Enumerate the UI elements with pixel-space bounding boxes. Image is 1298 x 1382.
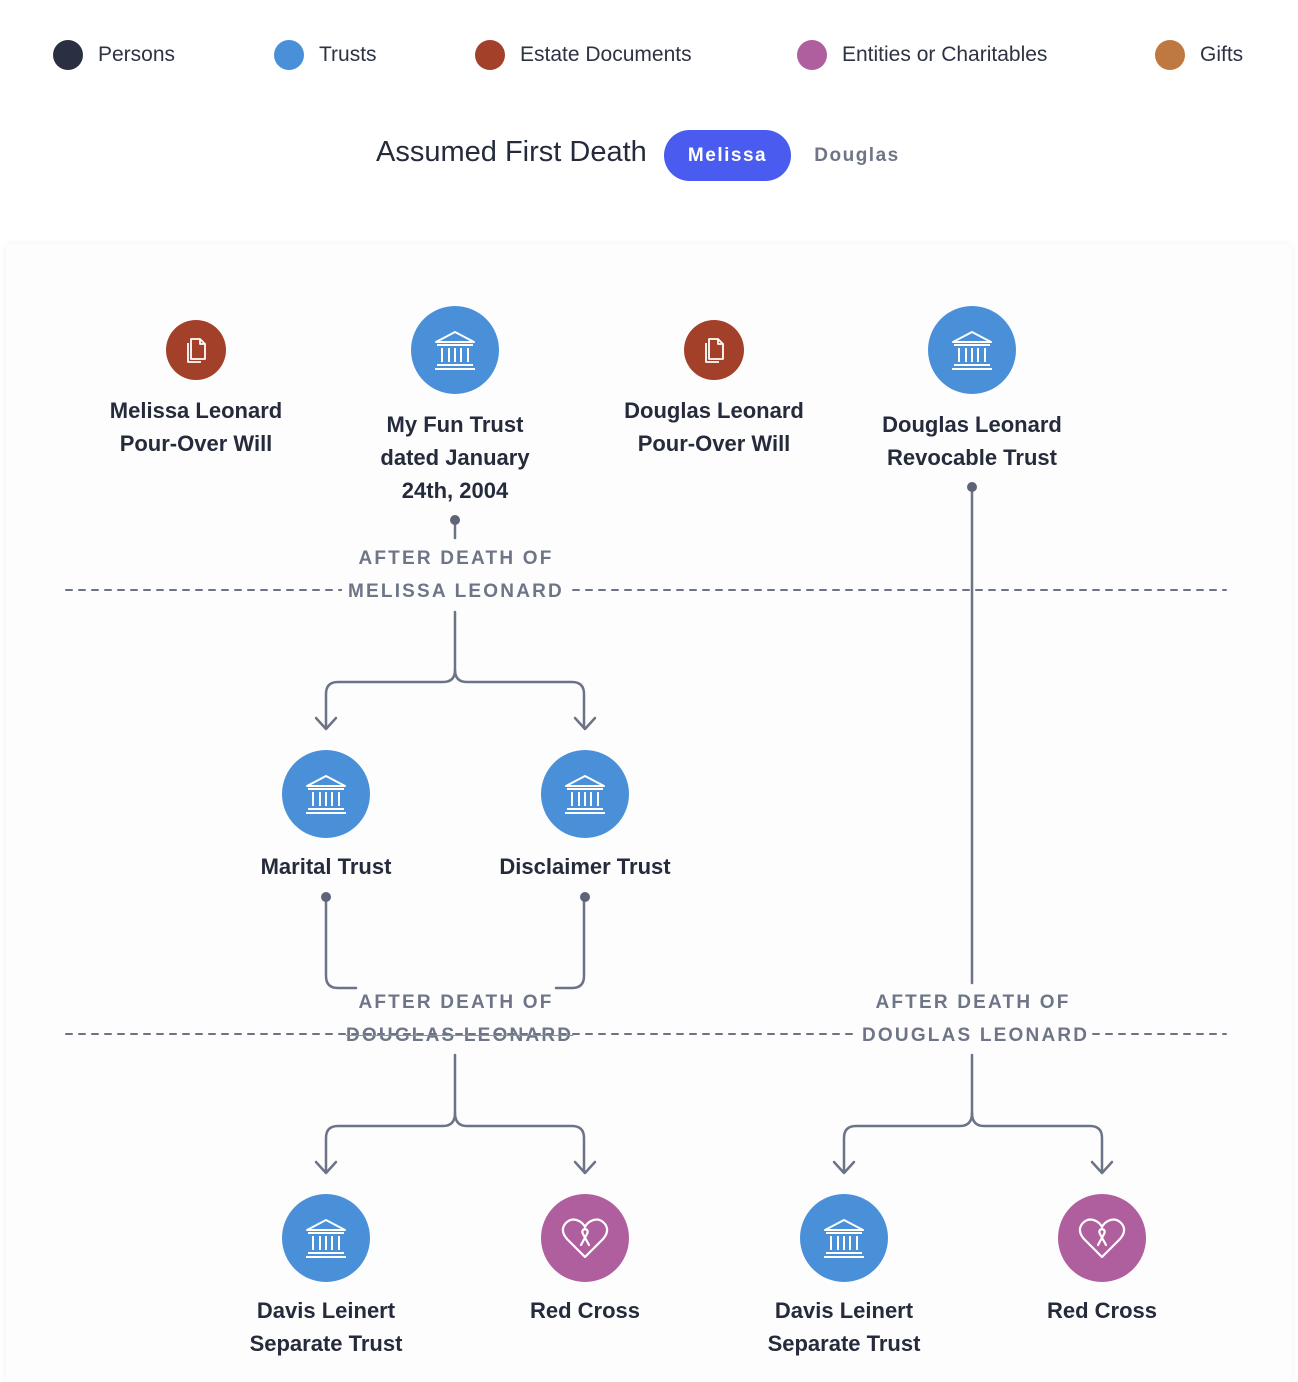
node-davis-leinert-trust-right[interactable]: Davis Leinert Separate Trust xyxy=(724,1194,964,1360)
node-douglas-revocable-trust[interactable]: Douglas Leonard Revocable Trust xyxy=(852,306,1092,474)
node-label-line: My Fun Trust xyxy=(386,412,524,437)
legend-dot-gifts xyxy=(1155,40,1185,70)
connector-lower-right xyxy=(842,1053,974,1174)
node-label-line: Separate Trust xyxy=(767,1331,921,1356)
bank-icon xyxy=(928,306,1016,394)
legend-label: Entities or Charitables xyxy=(842,43,1048,66)
separator-label-first-line2: MELISSA LEONARD xyxy=(342,580,569,604)
node-label-line: Red Cross xyxy=(1046,1298,1158,1323)
connector-fun-trust-branch-right xyxy=(453,668,586,730)
legend-dot-trusts xyxy=(274,40,304,70)
node-label: Davis Leinert Separate Trust xyxy=(724,1294,964,1360)
node-marital-trust[interactable]: Marital Trust xyxy=(206,750,446,883)
legend-item-estate-documents: Estate Documents xyxy=(475,38,692,72)
node-label: Davis Leinert Separate Trust xyxy=(206,1294,446,1360)
node-label-line: Separate Trust xyxy=(249,1331,403,1356)
bank-icon xyxy=(282,750,370,838)
node-melissa-pour-over-will[interactable]: Melissa Leonard Pour-Over Will xyxy=(76,320,316,460)
bank-icon xyxy=(411,306,499,394)
legend: Persons Trusts Estate Documents Entities… xyxy=(0,0,1298,110)
node-label-line: Davis Leinert xyxy=(256,1298,396,1323)
legend-item-persons: Persons xyxy=(53,38,175,72)
legend-dot-entities xyxy=(797,40,827,70)
legend-label: Persons xyxy=(98,43,176,66)
node-label-line: 24th, 2004 xyxy=(401,478,509,503)
node-label-line: Douglas Leonard xyxy=(624,398,804,423)
heart-ribbon-icon xyxy=(1058,1194,1146,1282)
arrowhead xyxy=(314,716,338,731)
connector-lower-left xyxy=(324,1053,457,1174)
first-death-title: Assumed First Death xyxy=(376,136,647,168)
node-label-line: Marital Trust xyxy=(260,854,392,879)
first-death-selector: Assumed First Death Melissa Douglas xyxy=(0,126,1298,184)
node-label-line: Davis Leinert xyxy=(774,1298,914,1323)
node-label-line: Disclaimer Trust xyxy=(499,854,671,879)
connector-lower-right-right xyxy=(970,1111,1104,1174)
bank-icon xyxy=(541,750,629,838)
arrowhead xyxy=(573,716,597,731)
legend-dot-estate-documents xyxy=(475,40,505,70)
bank-icon xyxy=(800,1194,888,1282)
node-davis-leinert-trust-left[interactable]: Davis Leinert Separate Trust xyxy=(206,1194,446,1360)
legend-label: Trusts xyxy=(319,43,377,66)
separator-label-second-right-line2: DOUGLAS LEONARD xyxy=(856,1024,1090,1048)
flow-diagram-panel xyxy=(6,244,1292,1382)
document-icon xyxy=(684,320,744,380)
arrowhead xyxy=(832,1160,856,1175)
node-label-line: Douglas Leonard xyxy=(882,412,1062,437)
connector-lower-left-right xyxy=(453,1111,586,1174)
node-douglas-pour-over-will[interactable]: Douglas Leonard Pour-Over Will xyxy=(594,320,834,460)
legend-item-gifts: Gifts xyxy=(1155,38,1243,72)
separator-label-second-right-line1: AFTER DEATH OF xyxy=(869,991,1077,1015)
node-label: Marital Trust xyxy=(206,850,446,883)
heart-ribbon-icon xyxy=(541,1194,629,1282)
arrowhead xyxy=(573,1160,597,1175)
legend-item-entities-charitables: Entities or Charitables xyxy=(797,38,1047,72)
toggle-douglas-button[interactable]: Douglas xyxy=(814,144,900,166)
connector-dot xyxy=(450,515,460,525)
node-red-cross-right[interactable]: Red Cross xyxy=(982,1194,1222,1327)
arrowhead xyxy=(1090,1160,1114,1175)
arrowhead xyxy=(314,1160,338,1175)
toggle-melissa-button[interactable]: Melissa xyxy=(664,130,791,181)
connector-fun-trust-branch xyxy=(324,610,457,730)
node-label-line: Melissa Leonard xyxy=(109,398,283,423)
legend-dot-persons xyxy=(53,40,83,70)
node-label: Melissa Leonard Pour-Over Will xyxy=(76,394,316,460)
separator-label-first-line1: AFTER DEATH OF xyxy=(352,547,560,571)
document-icon xyxy=(166,320,226,380)
node-red-cross-left[interactable]: Red Cross xyxy=(465,1194,705,1327)
node-label: Red Cross xyxy=(982,1294,1222,1327)
node-label: Red Cross xyxy=(465,1294,705,1327)
connector-marital xyxy=(324,894,358,990)
connector-dot xyxy=(321,892,331,902)
node-label-line: Pour-Over Will xyxy=(637,431,791,456)
legend-label: Estate Documents xyxy=(520,43,692,66)
connector-dot xyxy=(967,482,977,492)
bank-icon xyxy=(282,1194,370,1282)
node-label: Douglas Leonard Pour-Over Will xyxy=(594,394,834,460)
node-label: Douglas Leonard Revocable Trust xyxy=(852,408,1092,474)
legend-item-trusts: Trusts xyxy=(274,38,377,72)
legend-label: Gifts xyxy=(1200,43,1244,66)
separator-label-second-left-line1: AFTER DEATH OF xyxy=(352,991,560,1015)
node-label: My Fun Trust dated January 24th, 2004 xyxy=(335,408,575,507)
node-label-line: dated January xyxy=(380,445,530,470)
connector-dot xyxy=(580,892,590,902)
separator-label-second-left-line2: DOUGLAS LEONARD xyxy=(346,1025,574,1046)
node-label-line: Red Cross xyxy=(529,1298,641,1323)
node-my-fun-trust[interactable]: My Fun Trust dated January 24th, 2004 xyxy=(335,306,575,507)
node-disclaimer-trust[interactable]: Disclaimer Trust xyxy=(465,750,705,883)
node-label-line: Revocable Trust xyxy=(887,445,1057,470)
connector-disclaimer xyxy=(554,894,586,990)
node-label: Disclaimer Trust xyxy=(465,850,705,883)
node-label-line: Pour-Over Will xyxy=(119,431,273,456)
